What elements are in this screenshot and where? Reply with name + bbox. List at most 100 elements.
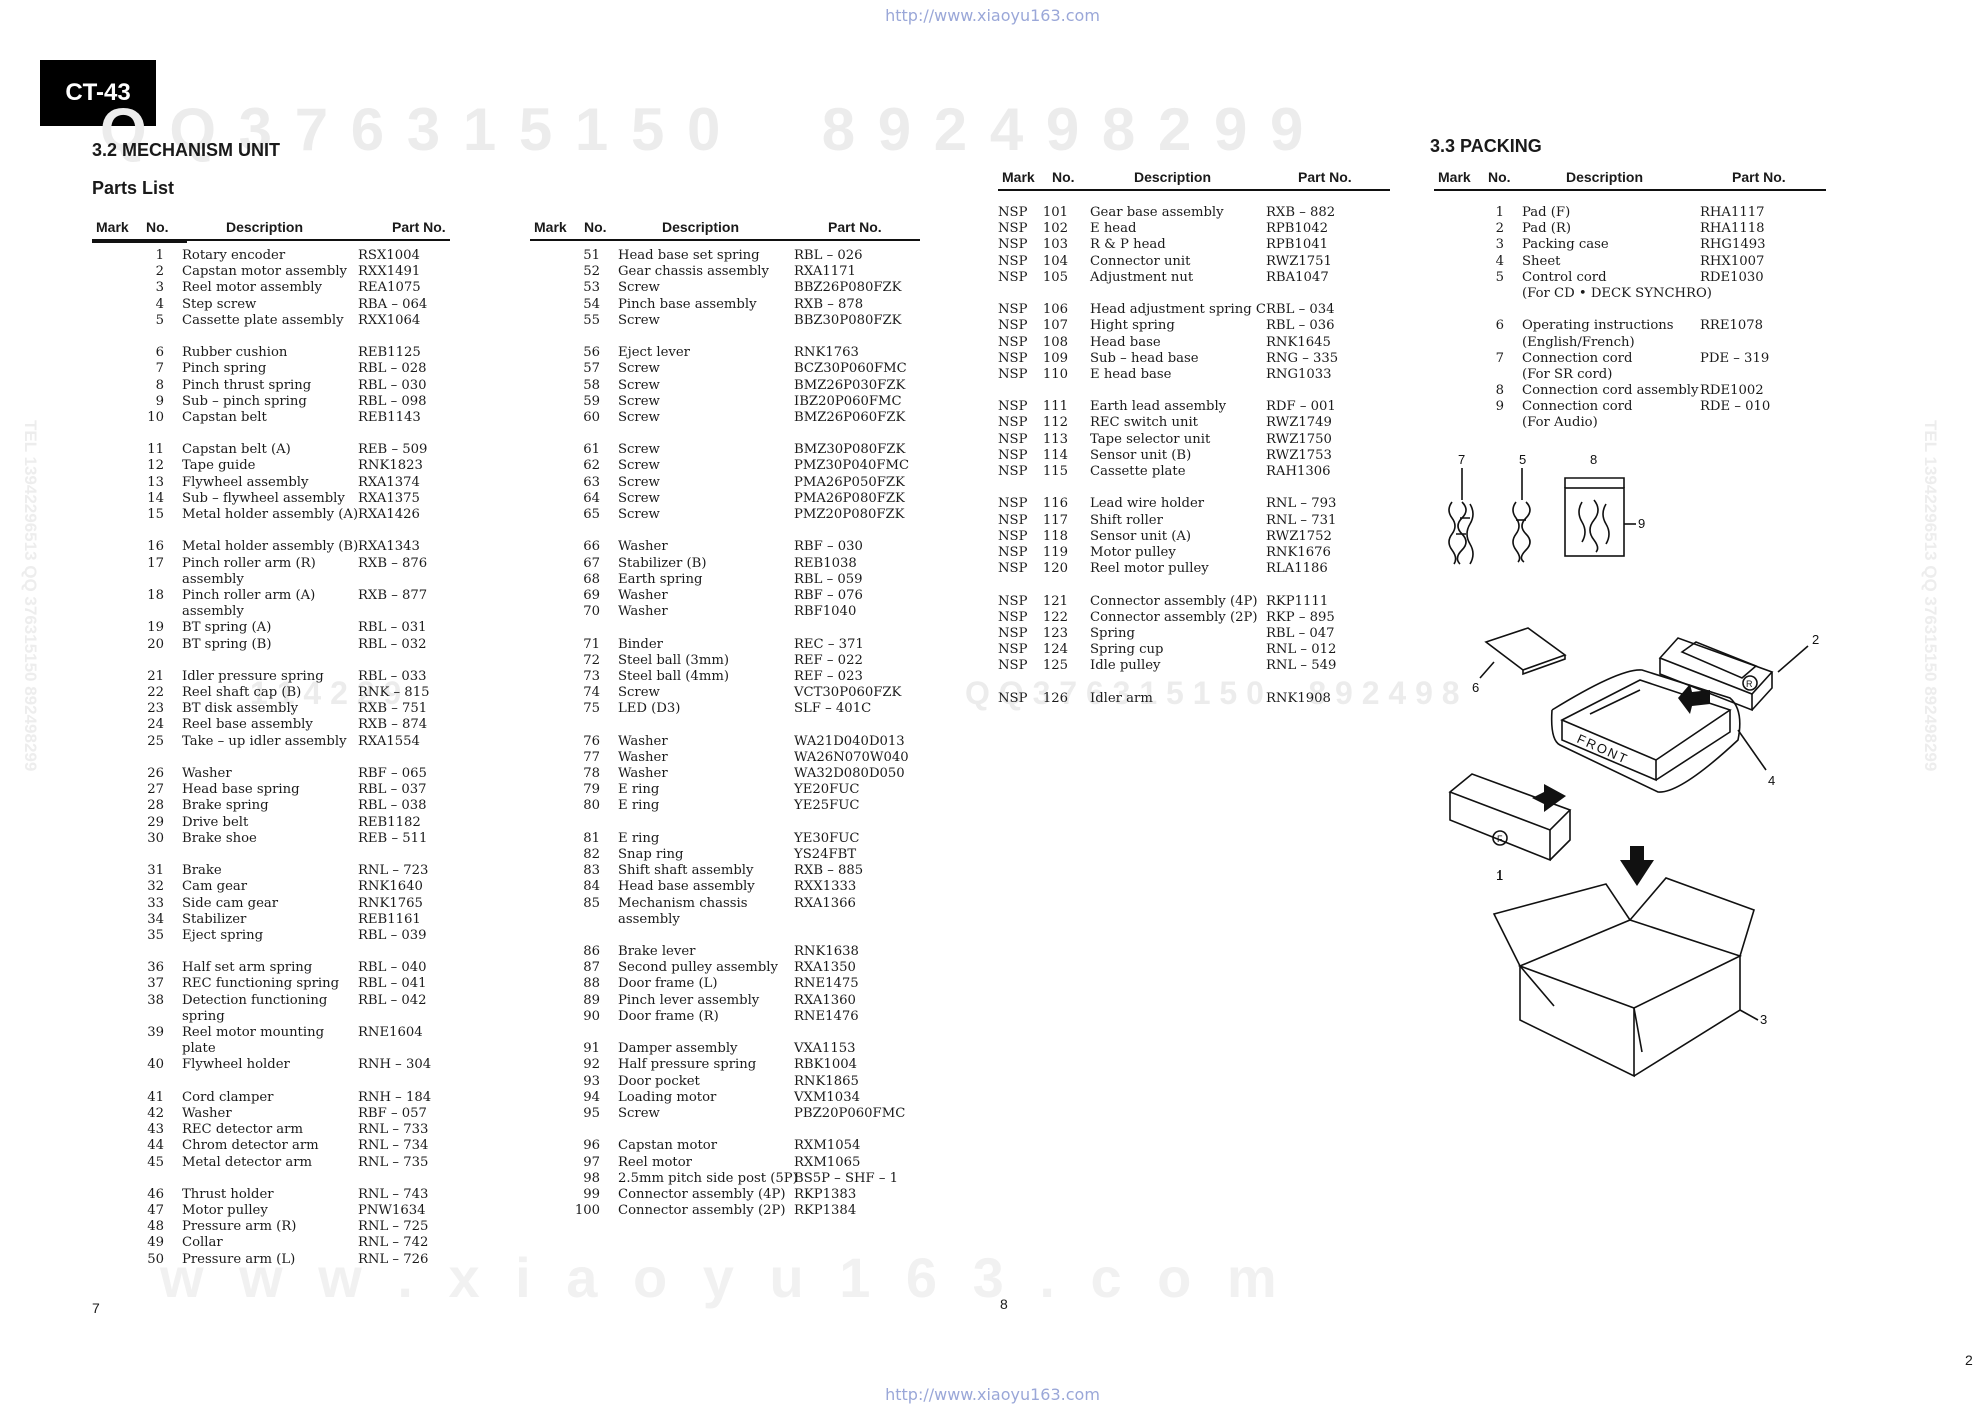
callout-2: 2 (1812, 632, 1819, 647)
part-number-index: 97 (583, 1154, 600, 1170)
mark-cell: NSP (998, 237, 1028, 253)
watermark-top-digits: Q Q 3 7 6 3 1 5 1 5 0 8 9 2 4 9 8 2 9 9 (100, 96, 1307, 163)
part-number: RNG1033 (1266, 366, 1332, 382)
part-number-index: 48 (147, 1219, 164, 1235)
part-description: Rotary encoder (182, 248, 286, 263)
part-description: Screw (618, 409, 660, 425)
mark-cell: NSP (998, 302, 1028, 318)
callout-8: 8 (1590, 452, 1597, 467)
part-number: RNK1865 (794, 1073, 859, 1089)
part-number: RDE1030 (1700, 269, 1764, 285)
mark-cell: NSP (998, 464, 1028, 479)
part-number-index: 126 (1042, 690, 1068, 706)
header-url: http://www.xiaoyu163.com (885, 6, 1100, 25)
part-description: Screw (618, 442, 660, 458)
part-number-index: 9 (1495, 399, 1504, 415)
part-number-index: 65 (583, 507, 600, 522)
part-number-index: 41 (147, 1089, 164, 1105)
part-number-index: 83 (583, 863, 600, 879)
connection-cord-7 (1448, 468, 1474, 565)
part-number: RXB – 885 (794, 863, 864, 879)
part-description: E head (1090, 221, 1137, 237)
part-number-index: 107 (1042, 318, 1068, 334)
part-description: Sensor unit (B) (1090, 447, 1192, 463)
part-description: Hight spring (1090, 318, 1175, 334)
part-number-index: 103 (1042, 237, 1068, 253)
part-number: REB1182 (358, 814, 421, 830)
part-number-index: 119 (1042, 544, 1068, 560)
part-number-index: 72 (583, 652, 600, 668)
part-description: Door pocket (618, 1073, 700, 1089)
part-number-index: 57 (583, 361, 600, 377)
mark-cell: NSP (998, 205, 1028, 220)
part-number: PDE – 319 (1700, 350, 1770, 366)
part-number-index: 63 (583, 474, 600, 490)
part-number: RBL – 031 (358, 620, 427, 636)
table-row: assembly (530, 912, 930, 928)
table-row: (For Audio) (1434, 415, 1854, 431)
table4-header: Mark No. Description Part No. (1434, 169, 1826, 191)
part-description: Rubber cushion (182, 345, 288, 361)
part-number: RNL – 723 (358, 863, 429, 879)
part-number: RNK1763 (794, 345, 859, 361)
part-description: (For Audio) (1522, 415, 1598, 431)
part-number-index: 53 (583, 280, 600, 296)
part-description: Screw (618, 458, 660, 474)
part-number: RBL – 041 (358, 976, 427, 992)
mark-cell: NSP (998, 561, 1028, 577)
part-description: Gear base assembly (1090, 205, 1224, 220)
part-number: RBL – 098 (358, 393, 427, 409)
part-number-index: 102 (1042, 221, 1068, 237)
part-number: RBL – 036 (1266, 318, 1335, 334)
mark-column-header: Mark (1438, 169, 1471, 185)
part-number-index: 123 (1042, 625, 1068, 641)
part-description: Thrust holder (182, 1186, 274, 1202)
part-number-index: 32 (147, 879, 164, 895)
description-column-header: Description (662, 219, 740, 235)
part-number-index: 21 (147, 668, 164, 684)
mark-cell: NSP (998, 512, 1028, 528)
part-description: E ring (618, 830, 660, 846)
part-number-index: 109 (1042, 350, 1068, 366)
instruction-sheet-6 (1479, 627, 1567, 679)
part-description: Pinch thrust spring (182, 377, 312, 393)
part-description: Steel ball (3mm) (618, 652, 729, 668)
part-number-index: 124 (1042, 642, 1068, 658)
part-number: REB1125 (358, 345, 421, 361)
part-number: RRE1078 (1700, 318, 1764, 334)
part-number: RNL – 725 (358, 1219, 429, 1235)
part-description: Reel motor assembly (182, 280, 322, 296)
part-number: REB1161 (358, 911, 421, 927)
part-number: VXM1034 (794, 1089, 860, 1105)
part-number-index: 121 (1042, 593, 1068, 609)
part-number-index: 45 (147, 1154, 164, 1170)
mark-cell: NSP (998, 625, 1028, 641)
mark-cell: NSP (998, 658, 1028, 674)
part-number: BMZ26P060FZK (794, 409, 906, 425)
mark-cell: NSP (998, 221, 1028, 237)
part-number-index: 95 (583, 1105, 600, 1121)
part-description: Stabilizer (182, 911, 247, 927)
part-number: RXA1171 (794, 264, 856, 280)
